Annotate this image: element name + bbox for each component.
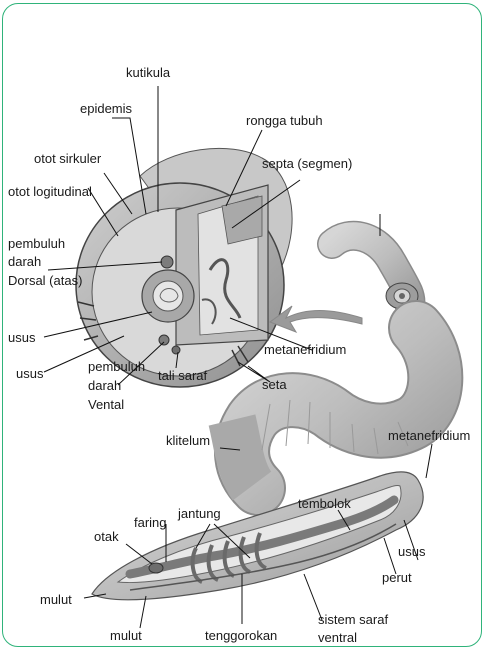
label-epidemis: epidemis (80, 101, 133, 116)
label-pembuluh-dorsal-3: Dorsal (atas) (8, 273, 82, 288)
label-sistem-saraf-2: ventral (318, 630, 357, 645)
label-pembuluh-dorsal-1: pembuluh (8, 236, 65, 251)
label-tembolok: tembolok (298, 496, 351, 511)
label-metanefridium-2: metanefridium (388, 428, 470, 443)
label-klitelum: klitelum (166, 433, 210, 448)
label-faring: faring (134, 515, 167, 530)
pointer-arrow (270, 306, 362, 332)
label-mulut-1: mulut (40, 592, 72, 607)
label-sistem-saraf-1: sistem saraf (318, 612, 388, 627)
cross-section-illustration (76, 148, 292, 387)
label-usus-2: usus (16, 366, 44, 381)
label-tenggorokan: tenggorokan (205, 628, 277, 643)
label-otot-sirkuler: otot sirkuler (34, 151, 102, 166)
label-seta: seta (262, 377, 287, 392)
label-pembuluh-ventral-1: pembuluh (88, 359, 145, 374)
label-usus-3: usus (398, 544, 426, 559)
label-kutikula: kutikula (126, 65, 171, 80)
label-jantung: jantung (177, 506, 221, 521)
label-otot-logitudinal: otot logitudinal (8, 184, 92, 199)
label-usus-1: usus (8, 330, 36, 345)
label-pembuluh-ventral-2: darah (88, 378, 121, 393)
label-rongga-tubuh: rongga tubuh (246, 113, 323, 128)
label-metanefridium-1: metanefridium (264, 342, 346, 357)
label-pembuluh-ventral-3: Vental (88, 397, 124, 412)
label-pembuluh-dorsal-2: darah (8, 254, 41, 269)
label-tali-saraf: tali saraf (158, 368, 208, 383)
label-perut: perut (382, 570, 412, 585)
label-otak: otak (94, 529, 119, 544)
label-septa: septa (segmen) (262, 156, 352, 171)
worm-front-segment (332, 236, 418, 309)
label-mulut-2: mulut (110, 628, 142, 643)
